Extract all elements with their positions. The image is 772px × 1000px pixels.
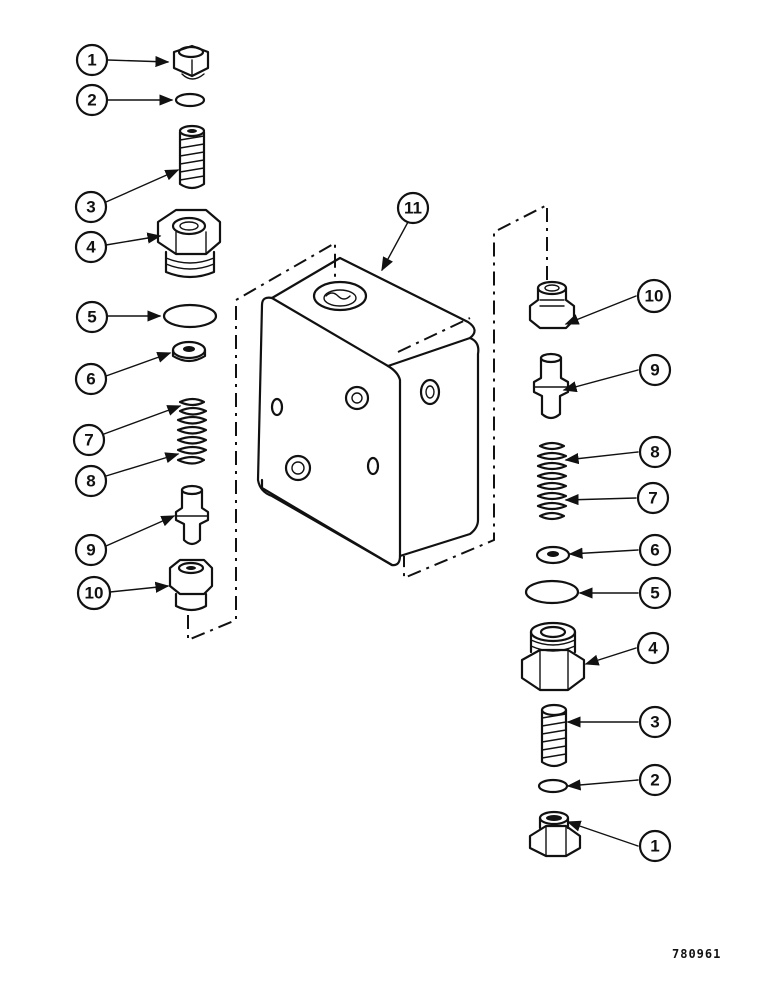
callout-left-5: 5 xyxy=(75,300,109,334)
callout-left-8: 8 xyxy=(74,464,108,498)
callout-left-1: 1 xyxy=(75,43,109,77)
callout-number: 1 xyxy=(650,837,659,856)
callout-right-10: 10 xyxy=(636,278,672,314)
callouts-left: 1 2 3 4 5 6 7 8 9 10 xyxy=(72,43,112,611)
callout-number: 8 xyxy=(650,443,659,462)
right-part-10-valve-seat-icon xyxy=(528,280,576,330)
callout-number: 4 xyxy=(648,639,658,658)
right-part-3-threaded-stud-icon xyxy=(540,703,568,768)
callout-number: 5 xyxy=(87,308,96,327)
right-part-5-o-ring-icon xyxy=(524,579,580,605)
callouts-right: 10 9 8 7 6 5 4 3 2 1 xyxy=(636,278,672,863)
callout-number: 2 xyxy=(650,771,659,790)
callout-right-3: 3 xyxy=(638,705,672,739)
callout-right-7: 7 xyxy=(636,481,670,515)
left-part-10-valve-seat-icon xyxy=(168,558,214,612)
drawing-number: 780961 xyxy=(672,947,721,961)
callout-right-5: 5 xyxy=(638,576,672,610)
callout-left-4: 4 xyxy=(74,230,108,264)
right-part-9-poppet-icon xyxy=(532,352,570,420)
leader-lines xyxy=(103,55,639,847)
callout-number: 11 xyxy=(404,199,422,218)
callout-number: 10 xyxy=(645,287,664,306)
right-part-8-7-spring-icon xyxy=(536,441,568,521)
callout-left-10: 10 xyxy=(76,575,112,611)
left-part-4-hex-fitting-icon xyxy=(156,208,222,279)
callout-right-6: 6 xyxy=(638,533,672,567)
callout-right-8: 8 xyxy=(638,435,672,469)
callout-body-11: 11 xyxy=(396,191,430,225)
callout-number: 9 xyxy=(650,361,659,380)
right-part-4-hex-fitting-icon xyxy=(520,621,586,692)
right-part-2-o-ring-icon xyxy=(537,778,569,794)
left-part-3-threaded-stud-icon xyxy=(178,124,206,190)
callout-number: 5 xyxy=(650,584,659,603)
callout-left-9: 9 xyxy=(74,533,108,567)
callout-right-1: 1 xyxy=(638,829,672,863)
callout-number: 3 xyxy=(650,713,659,732)
assembly-centerlines xyxy=(187,203,548,642)
callout-number: 1 xyxy=(87,51,96,70)
left-part-1-hex-plug-icon xyxy=(172,44,210,80)
left-part-2-o-ring-icon xyxy=(174,92,206,108)
callout-left-3: 3 xyxy=(74,190,108,224)
left-part-6-washer-icon xyxy=(171,340,207,363)
callout-number: 9 xyxy=(86,541,95,560)
right-part-1-hex-plug-icon xyxy=(528,810,582,858)
left-part-9-poppet-icon xyxy=(174,484,210,546)
left-part-5-o-ring-icon xyxy=(162,303,218,329)
callout-number: 7 xyxy=(84,431,93,450)
right-part-6-washer-icon xyxy=(535,545,571,565)
callout-right-2: 2 xyxy=(638,763,672,797)
callout-number: 6 xyxy=(650,541,659,560)
callout-right-4: 4 xyxy=(636,631,670,665)
callout-left-6: 6 xyxy=(74,362,108,396)
callout-left-2: 2 xyxy=(75,83,109,117)
callout-number: 3 xyxy=(86,198,95,217)
callout-right-9: 9 xyxy=(638,353,672,387)
left-part-7-8-spring-icon xyxy=(176,397,208,465)
callout-number: 6 xyxy=(86,370,95,389)
callout-number: 4 xyxy=(86,238,96,257)
callout-number: 7 xyxy=(648,489,657,508)
callout-left-7: 7 xyxy=(72,423,106,457)
callout-number: 8 xyxy=(86,472,95,491)
callout-number: 10 xyxy=(85,584,104,603)
valve-body-icon xyxy=(256,256,480,567)
callout-number: 2 xyxy=(87,91,96,110)
